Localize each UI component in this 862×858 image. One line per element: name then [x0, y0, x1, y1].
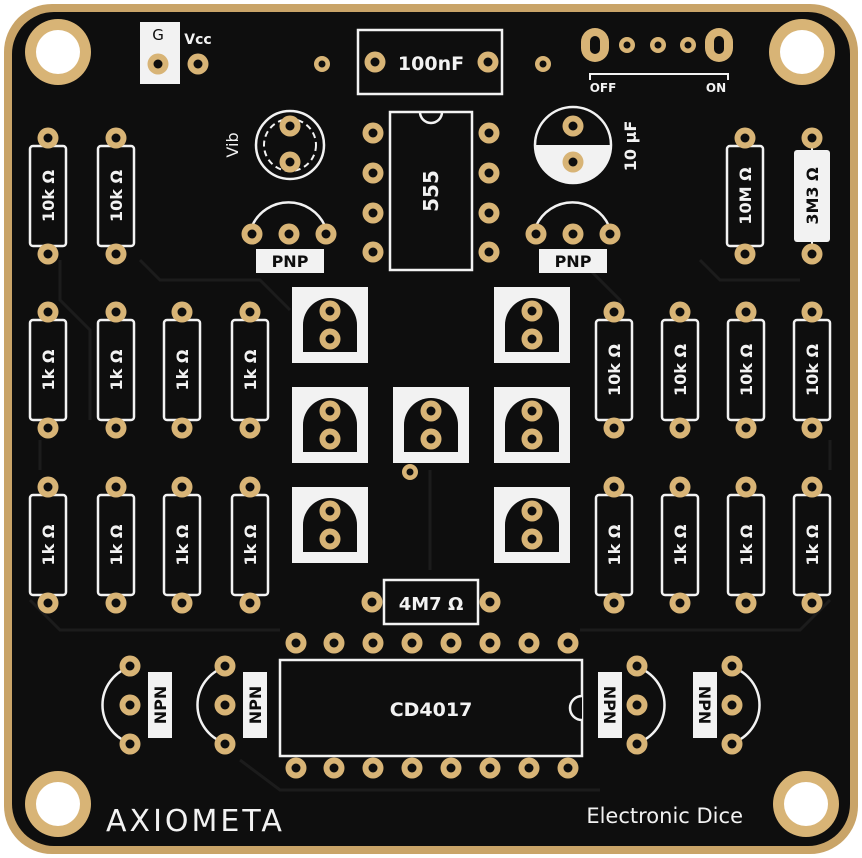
resistor-1k-mid-3: 1k Ω	[162, 301, 202, 439]
resistor-label: 10k Ω	[803, 344, 822, 396]
power-header: G Vcc	[140, 22, 212, 84]
resistor-10k-top-1: 10k Ω	[28, 127, 68, 265]
resistor-10k-mid-1: 10k Ω	[594, 301, 634, 439]
resistor-10m: 10M Ω	[725, 127, 765, 265]
ic-555: 555	[362, 110, 500, 272]
resistor-label: 1k Ω	[39, 524, 58, 565]
npn-1-label: NPN	[151, 686, 170, 725]
resistor-label: 1k Ω	[39, 349, 58, 390]
npn-transistor-2: NPN	[196, 655, 267, 755]
mounting-hole-bl	[25, 771, 91, 837]
mounting-hole-tr	[769, 19, 835, 85]
resistor-1k-low-4: 1k Ω	[230, 476, 270, 614]
mounting-hole-tl	[25, 19, 91, 85]
resistor-label: 10k Ω	[671, 344, 690, 396]
resistor-10k-mid-3: 10k Ω	[726, 301, 766, 439]
vcc-label: Vcc	[184, 32, 211, 48]
resistor-1k-mid-1: 1k Ω	[28, 301, 68, 439]
cap-100nf: 100nF	[356, 28, 504, 96]
product-name: Electronic Dice	[586, 804, 743, 828]
resistor-1k-low-2: 1k Ω	[96, 476, 136, 614]
switch-off-label: OFF	[590, 81, 617, 95]
ic-555-label: 555	[419, 170, 443, 212]
switch-on-label: ON	[706, 81, 726, 95]
resistor-label: 10M Ω	[736, 167, 755, 225]
resistor-label: 1k Ω	[241, 349, 260, 390]
pnp-left-label: PNP	[272, 252, 309, 271]
ic-cd4017-label: CD4017	[390, 699, 473, 721]
led-top-right	[494, 287, 570, 363]
resistor-1k-low-8: 1k Ω	[792, 476, 832, 614]
npn-4-label: NPN	[695, 686, 714, 725]
npn-transistor-1: NPN	[101, 655, 172, 755]
resistor-10k-top-2: 10k Ω	[96, 127, 136, 265]
npn-2-label: NPN	[246, 686, 265, 725]
resistor-label: 1k Ω	[803, 524, 822, 565]
resistor-10k-mid-2: 10k Ω	[660, 301, 700, 439]
led-center	[393, 387, 469, 463]
resistor-label: 1k Ω	[173, 349, 192, 390]
pnp-transistor-left: PNP	[241, 201, 337, 273]
resistor-4m7-label: 4M7 Ω	[399, 594, 464, 615]
resistor-label: 1k Ω	[241, 524, 260, 565]
resistor-10k-mid-4: 10k Ω	[792, 301, 832, 439]
resistor-label: 10k Ω	[737, 344, 756, 396]
resistor-1k-mid-4: 1k Ω	[230, 301, 270, 439]
brand-logo-text: AXIOMETA	[106, 804, 285, 839]
resistor-4m7: 4M7 Ω	[361, 578, 501, 626]
resistor-1k-mid-2: 1k Ω	[96, 301, 136, 439]
mounting-hole-br	[773, 771, 839, 837]
npn-transistor-4: NPN	[693, 655, 761, 755]
led-bottom-left	[292, 487, 368, 563]
power-switch: OFF ON	[581, 28, 733, 95]
npn-transistor-3: NPN	[598, 655, 666, 755]
resistor-label: 3M3 Ω	[803, 167, 822, 225]
pnp-transistor-right: PNP	[525, 201, 621, 273]
resistor-1k-low-6: 1k Ω	[660, 476, 700, 614]
resistor-1k-low-5: 1k Ω	[594, 476, 634, 614]
cap-10uf-label: 10 µF	[621, 121, 640, 172]
resistor-1k-low-7: 1k Ω	[726, 476, 766, 614]
resistor-label: 1k Ω	[605, 524, 624, 565]
led-mid-left	[292, 387, 368, 463]
resistor-3m3: 3M3 Ω	[794, 127, 830, 265]
vibration-sensor: Vib	[223, 109, 326, 181]
ground-label: G	[152, 26, 164, 44]
resistor-label: 10k Ω	[605, 344, 624, 396]
resistor-label: 1k Ω	[173, 524, 192, 565]
resistor-label: 1k Ω	[737, 524, 756, 565]
pnp-right-label: PNP	[555, 252, 592, 271]
vib-label: Vib	[223, 132, 242, 157]
copper-traces	[28, 258, 832, 792]
resistor-label: 1k Ω	[671, 524, 690, 565]
resistor-label: 1k Ω	[107, 349, 126, 390]
cap-10uf: 10 µF	[533, 105, 640, 185]
resistor-label: 1k Ω	[107, 524, 126, 565]
led-top-left	[292, 287, 368, 363]
resistor-1k-low-1: 1k Ω	[28, 476, 68, 614]
led-bottom-right	[494, 487, 570, 563]
resistor-label: 10k Ω	[107, 170, 126, 222]
cap-100nf-label: 100nF	[398, 53, 464, 75]
led-mid-right	[494, 387, 570, 463]
ic-cd4017: CD4017	[278, 632, 584, 779]
npn-3-label: NPN	[600, 686, 619, 725]
resistor-label: 10k Ω	[39, 170, 58, 222]
resistor-1k-low-3: 1k Ω	[162, 476, 202, 614]
